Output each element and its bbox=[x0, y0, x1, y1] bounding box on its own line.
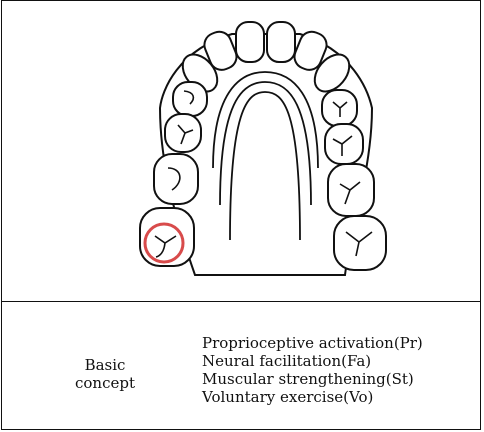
tooth-molar-left-1 bbox=[154, 154, 198, 204]
tooth-premolar-left-1 bbox=[173, 82, 207, 116]
basic-concept-label-line1: Basic bbox=[55, 356, 155, 374]
tooth-central-incisor-left bbox=[236, 22, 264, 62]
upper-dental-arch-diagram bbox=[0, 0, 484, 300]
tooth-molar-right-2 bbox=[334, 216, 386, 270]
concept-item-voluntary-exercise: Voluntary exercise(Vo) bbox=[202, 388, 423, 406]
tooth-central-incisor-right bbox=[267, 22, 295, 62]
tooth-premolar-right-2 bbox=[325, 124, 363, 164]
tooth-premolar-left-2 bbox=[165, 114, 201, 152]
concept-list: Proprioceptive activation(Pr) Neural fac… bbox=[202, 334, 423, 406]
basic-concept-label-line2: concept bbox=[55, 374, 155, 392]
tooth-molar-left-2 bbox=[140, 208, 194, 266]
concept-item-neural-facilitation: Neural facilitation(Fa) bbox=[202, 352, 423, 370]
basic-concept-label: Basic concept bbox=[55, 356, 155, 392]
concept-item-muscular-strengthening: Muscular strengthening(St) bbox=[202, 370, 423, 388]
section-divider bbox=[1, 301, 481, 302]
concept-item-proprioceptive-activation: Proprioceptive activation(Pr) bbox=[202, 334, 423, 352]
